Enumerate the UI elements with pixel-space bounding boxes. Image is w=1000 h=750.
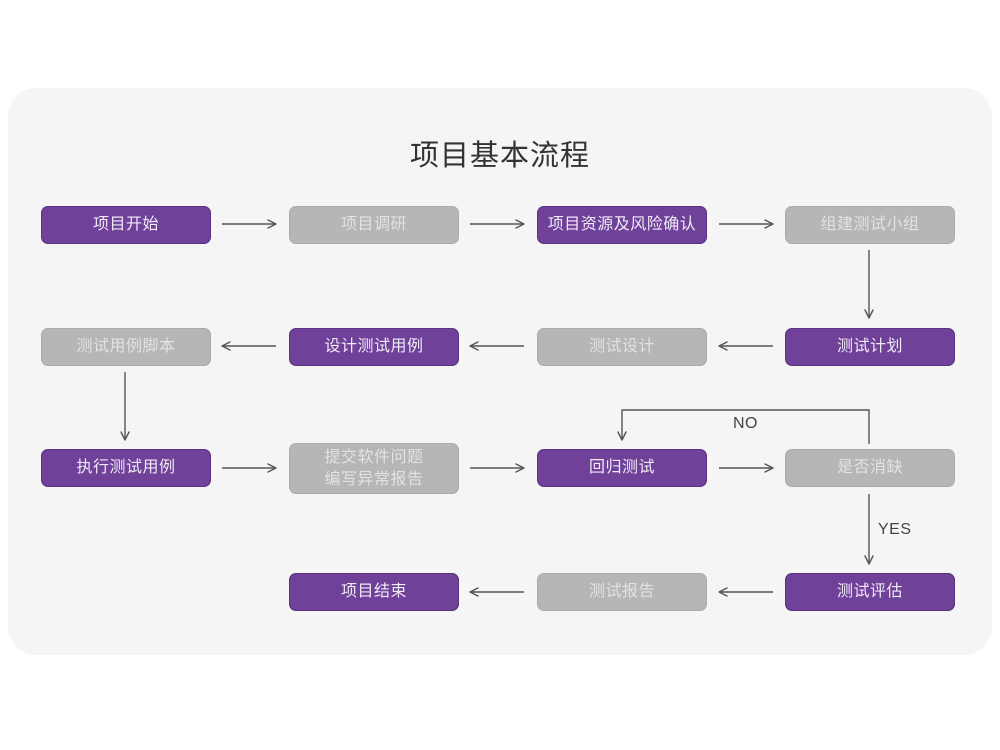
node-project-start[interactable]: 项目开始 bbox=[41, 206, 211, 244]
node-test-design[interactable]: 测试设计 bbox=[537, 328, 707, 366]
edge-label-no: NO bbox=[733, 415, 758, 432]
node-test-case-script[interactable]: 测试用例脚本 bbox=[41, 328, 211, 366]
flowchart-card bbox=[8, 88, 992, 655]
node-submit-issue-report[interactable]: 提交软件问题 编写异常报告 bbox=[289, 443, 459, 494]
node-test-plan[interactable]: 测试计划 bbox=[785, 328, 955, 366]
node-project-end[interactable]: 项目结束 bbox=[289, 573, 459, 611]
node-form-test-team[interactable]: 组建测试小组 bbox=[785, 206, 955, 244]
node-test-evaluation[interactable]: 测试评估 bbox=[785, 573, 955, 611]
node-design-test-case[interactable]: 设计测试用例 bbox=[289, 328, 459, 366]
node-execute-test-case[interactable]: 执行测试用例 bbox=[41, 449, 211, 487]
node-regression-test[interactable]: 回归测试 bbox=[537, 449, 707, 487]
node-resource-risk-confirm[interactable]: 项目资源及风险确认 bbox=[537, 206, 707, 244]
page-title: 项目基本流程 bbox=[409, 140, 590, 172]
node-test-report[interactable]: 测试报告 bbox=[537, 573, 707, 611]
node-defect-cleared[interactable]: 是否消缺 bbox=[785, 449, 955, 487]
node-project-research[interactable]: 项目调研 bbox=[289, 206, 459, 244]
edge-label-yes: YES bbox=[878, 521, 912, 538]
